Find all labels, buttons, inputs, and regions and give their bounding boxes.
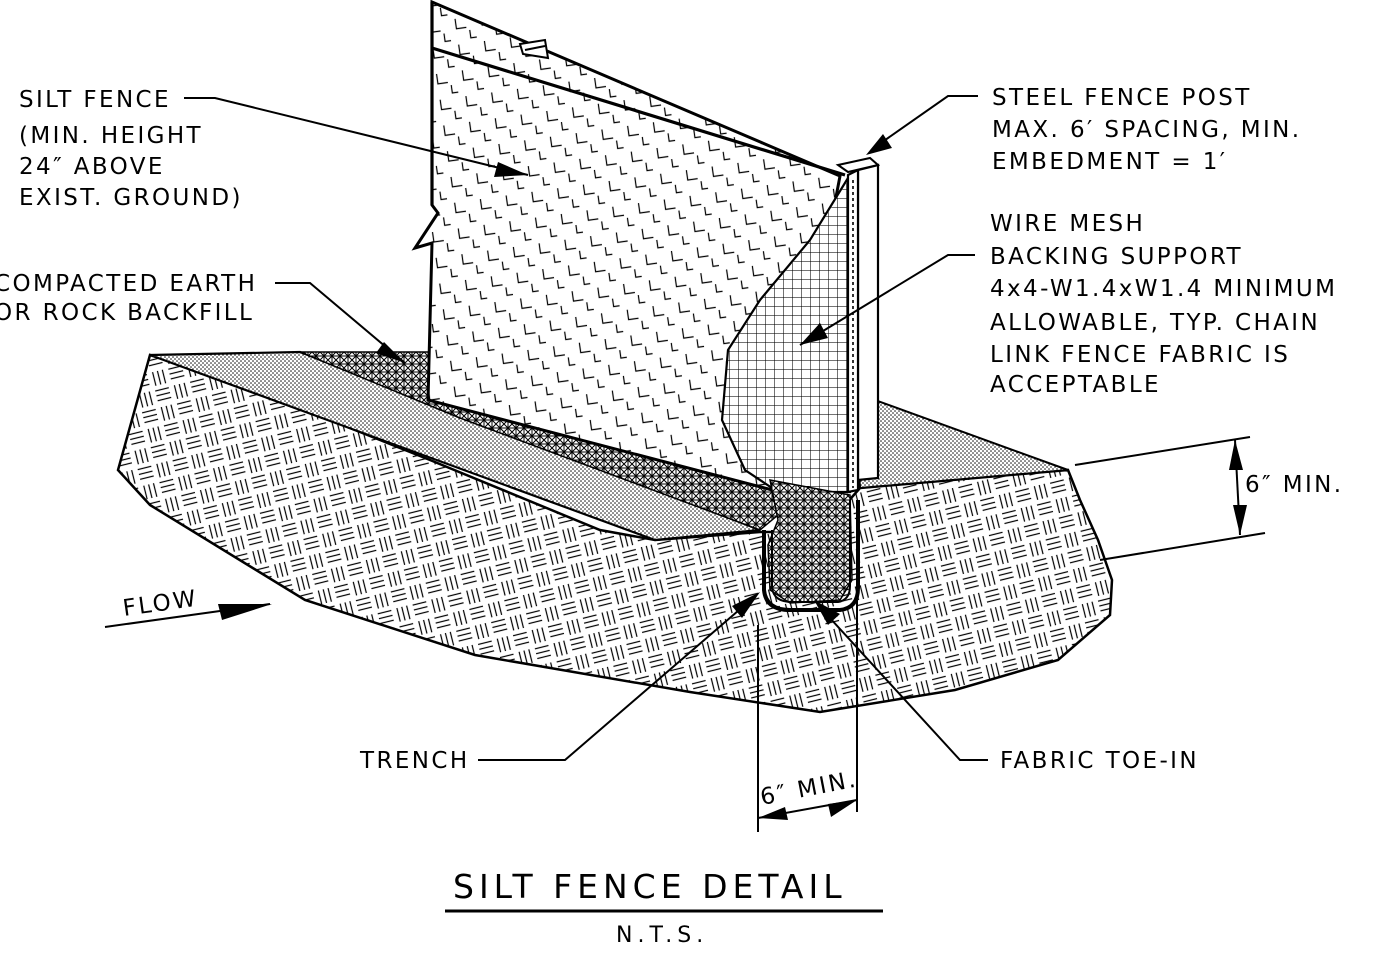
silt-fence-arrow <box>494 162 528 177</box>
steel-fence-post <box>835 156 881 494</box>
backfill-label-line-1: COMPACTED EARTH <box>0 271 257 297</box>
wire-mesh-label-line-6: ACCEPTABLE <box>990 372 1161 398</box>
silt-fence-label-line-4: EXIST. GROUND) <box>19 185 243 211</box>
fabric-toe-in-liner <box>762 500 860 612</box>
silt-fence-leader <box>184 97 529 176</box>
flow-arrow <box>218 604 272 620</box>
silt-fence-label-line-1: SILT FENCE <box>19 87 171 113</box>
steel-post-label-line-2: MAX. 6′ SPACING, MIN. <box>992 117 1302 143</box>
wire-mesh-label-line-4: ALLOWABLE, TYP. CHAIN <box>990 310 1320 336</box>
wire-mesh-label-line-5: LINK FENCE FABRIC IS <box>990 342 1290 368</box>
drawing-title: SILT FENCE DETAIL <box>453 867 847 906</box>
silt-fence-label-line-2: (MIN. HEIGHT <box>19 123 203 149</box>
depth-dim-arrow-bottom <box>1233 505 1247 535</box>
backfill-label-line-2: OR ROCK BACKFILL <box>0 300 254 326</box>
wire-mesh-arrow <box>800 323 828 345</box>
soil-mass <box>116 353 1114 714</box>
depth-dim-ext-top <box>1074 436 1251 466</box>
wire-mesh-leader <box>799 254 975 346</box>
wire-mesh-label: WIRE MESH BACKING SUPPORT 4x4-W1.4xW1.4 … <box>990 211 1337 398</box>
toe-in-arrow <box>814 600 840 625</box>
toe-in-leader <box>817 604 988 761</box>
trench-label: TRENCH <box>359 748 470 774</box>
silt-fence-label-line-3: 24″ ABOVE <box>19 154 165 180</box>
wire-mesh-label-line-2: BACKING SUPPORT <box>990 244 1243 270</box>
trench-leader <box>478 597 754 761</box>
depth-dim-ext-bottom <box>1099 532 1266 561</box>
backfill-leader <box>275 282 406 364</box>
fabric-toe-in-label: FABRIC TOE-IN <box>1000 748 1199 774</box>
backfill-arrow <box>376 342 405 363</box>
fabric-top-edge <box>431 46 846 177</box>
depth-dim-arrow-top <box>1229 440 1243 470</box>
silt-fence-label: SILT FENCE (MIN. HEIGHT 24″ ABOVE EXIST.… <box>19 87 243 211</box>
backfill-label: COMPACTED EARTH OR ROCK BACKFILL <box>0 271 257 326</box>
wire-mesh-label-line-1: WIRE MESH <box>990 211 1145 237</box>
width-dim-arrow-left <box>758 807 788 820</box>
steel-post-label: STEEL FENCE POST MAX. 6′ SPACING, MIN. E… <box>992 85 1302 175</box>
steel-post-label-line-1: STEEL FENCE POST <box>992 85 1252 111</box>
trench-arrow <box>732 592 760 618</box>
steel-post-arrow <box>866 134 892 155</box>
drawing-scale: N.T.S. <box>616 923 708 948</box>
trench-fill <box>767 479 853 604</box>
wire-mesh-label-line-3: 4x4-W1.4xW1.4 MINIMUM <box>990 276 1337 302</box>
steel-post-label-line-3: EMBEDMENT = 1′ <box>992 149 1227 175</box>
steel-post-leader <box>877 95 978 146</box>
depth-dimension-label: 6″ MIN. <box>1245 472 1343 498</box>
width-dim-arrow-right <box>828 800 857 817</box>
flow-label: FLOW <box>121 586 200 622</box>
